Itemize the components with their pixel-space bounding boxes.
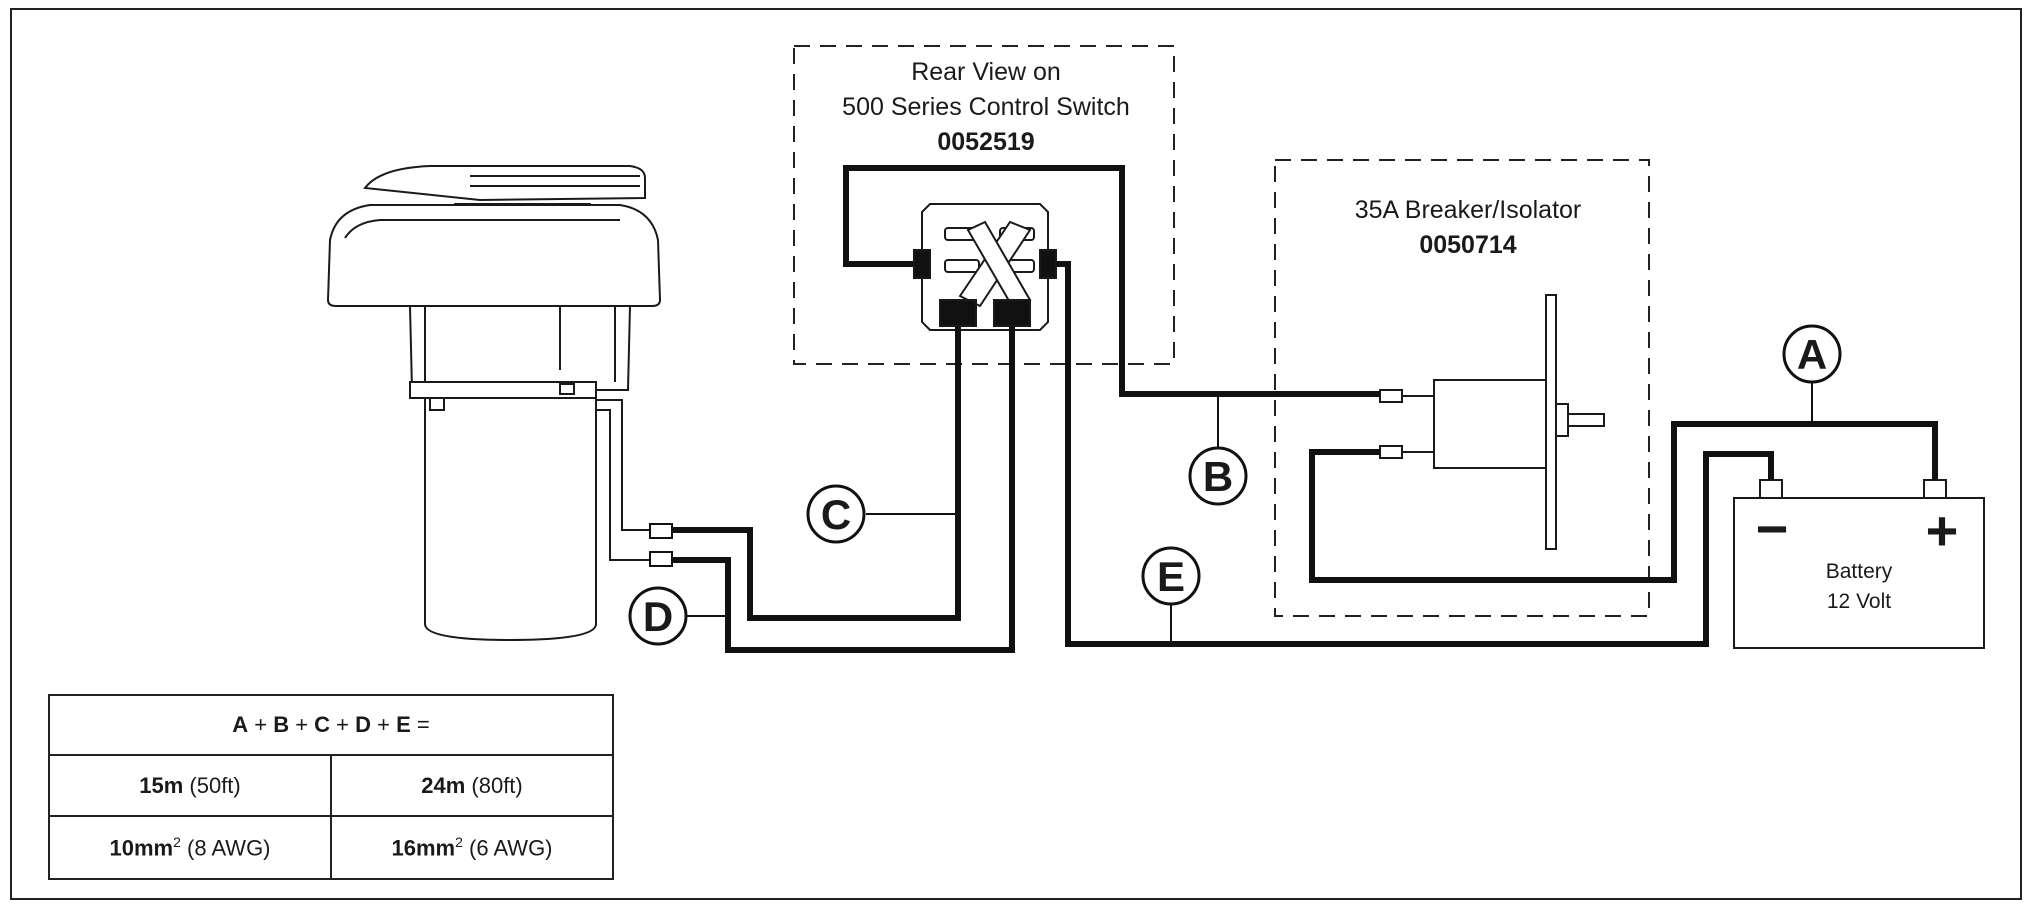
size-awg: (6 AWG) <box>462 835 553 861</box>
formula-plus: + <box>289 712 315 738</box>
battery-negative-post <box>1759 479 1783 499</box>
battery-label: Battery <box>1826 560 1893 583</box>
formula-b: B <box>273 712 290 738</box>
battery-plus-sign: + <box>1926 499 1959 562</box>
size-superscript: 2 <box>173 833 181 850</box>
formula-c: C <box>314 712 331 738</box>
length-imperial: (80ft) <box>465 772 523 798</box>
control-switch <box>913 203 1057 331</box>
length-imperial: (50ft) <box>183 772 241 798</box>
callout-e: E <box>1141 546 1201 606</box>
windlass-motor <box>326 165 662 642</box>
cable-d <box>672 326 1015 653</box>
battery: − + Battery 12 Volt <box>1733 479 1985 649</box>
cable-e <box>1056 261 1774 647</box>
breaker-dashed-box <box>1274 159 1650 617</box>
callout-e-letter: E <box>1157 553 1185 600</box>
table-cell: 15m (50ft) <box>48 754 332 817</box>
length-value: 15m <box>139 772 184 798</box>
callout-a-letter: A <box>1797 331 1827 378</box>
table-formula: A + B + C + D + E = <box>48 693 614 757</box>
cable-spec-table: A + B + C + D + E = 15m (50ft) 24m (80ft… <box>48 693 614 881</box>
table-cell: 10mm2 (8 AWG) <box>48 814 332 881</box>
formula-d: D <box>355 712 372 738</box>
table-row-size: 10mm2 (8 AWG) 16mm2 (6 AWG) <box>48 814 614 881</box>
motor-lug-2 <box>649 551 673 567</box>
table-cell: 16mm2 (6 AWG) <box>330 814 614 881</box>
battery-positive-post <box>1923 479 1947 499</box>
callout-b-letter: B <box>1203 453 1233 500</box>
formula-e: E <box>396 712 411 738</box>
cable-c <box>672 326 961 621</box>
cables <box>672 165 1938 653</box>
length-value: 24m <box>421 772 466 798</box>
callout-c-letter: C <box>821 491 851 538</box>
formula-plus: + <box>248 712 274 738</box>
callout-leaders <box>686 378 1813 644</box>
battery-case <box>1733 497 1985 649</box>
switch-label-line2: 500 Series Control Switch <box>842 93 1130 121</box>
switch-dashed-box <box>793 45 1175 365</box>
formula-plus: + <box>330 712 356 738</box>
callout-b: B <box>1188 446 1248 506</box>
callout-d-letter: D <box>643 593 673 640</box>
breaker-part-number: 0050714 <box>1419 231 1516 259</box>
breaker-isolator <box>1379 294 1605 550</box>
battery-voltage: 12 Volt <box>1827 590 1891 613</box>
table-row-length: 15m (50ft) 24m (80ft) <box>48 754 614 817</box>
size-superscript: 2 <box>455 833 463 850</box>
switch-label-line1: Rear View on <box>911 58 1061 86</box>
callout-a: A <box>1782 324 1842 384</box>
size-value: 10mm <box>109 835 174 861</box>
callout-c: C <box>806 484 866 544</box>
diagram-frame <box>10 8 2022 900</box>
formula-plus: + <box>371 712 397 738</box>
callout-d: D <box>628 586 688 646</box>
switch-part-number: 0052519 <box>937 128 1034 156</box>
cable-a <box>1309 421 1938 583</box>
breaker-label: 35A Breaker/Isolator <box>1355 196 1582 224</box>
battery-minus-sign: − <box>1756 497 1789 560</box>
table-header-row: A + B + C + D + E = <box>48 693 614 757</box>
formula-a: A <box>232 712 249 738</box>
size-value: 16mm <box>391 835 456 861</box>
size-awg: (8 AWG) <box>180 835 271 861</box>
formula-equals: = <box>410 712 430 738</box>
table-cell: 24m (80ft) <box>330 754 614 817</box>
motor-lug-1 <box>649 523 673 539</box>
switch-top-loop-cable <box>843 165 1380 397</box>
